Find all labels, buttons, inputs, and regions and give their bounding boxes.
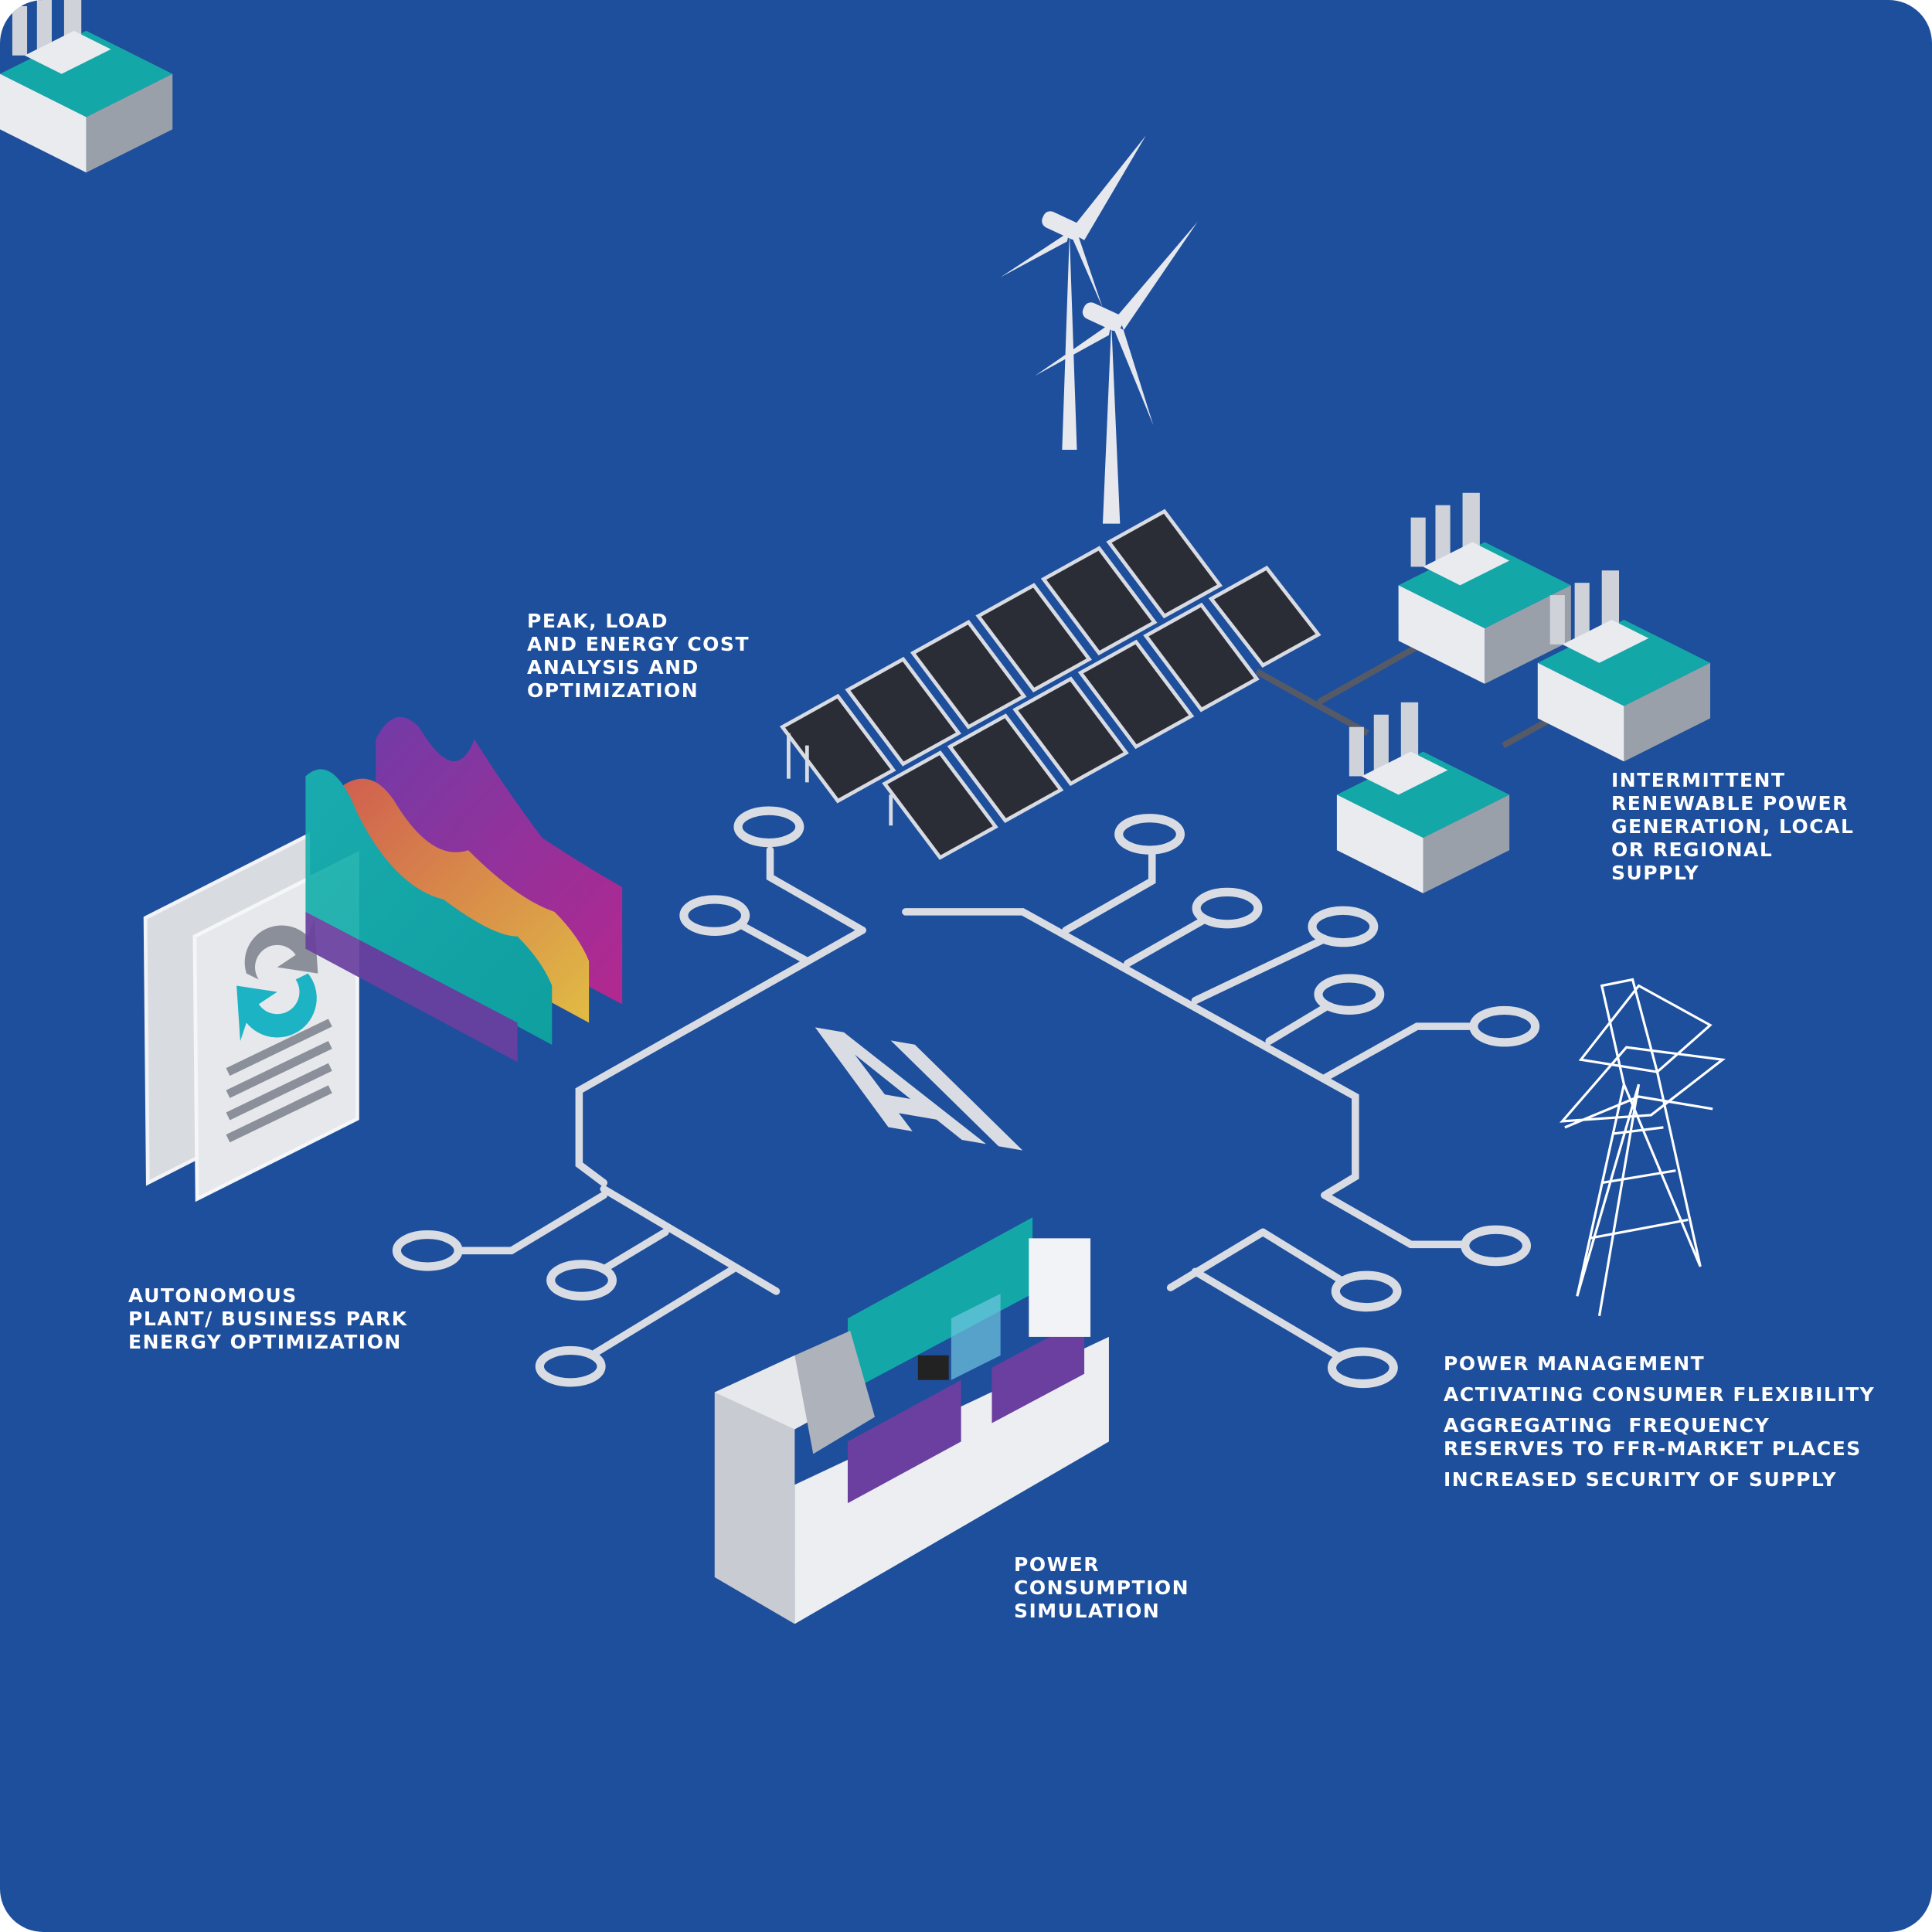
ai-label: AI: [750, 992, 1070, 1187]
label-line: ENERGY OPTIMIZATION: [128, 1331, 402, 1353]
label-line: AUTONOMOUS: [128, 1284, 298, 1307]
label-peak-load-analysis: PEAK, LOAD AND ENERGY COST ANALYSIS AND …: [527, 610, 750, 702]
power-pylon-icon: [1559, 978, 1726, 1317]
label-line: RENEWABLE POWER: [1611, 792, 1849, 815]
label-line: PEAK, LOAD: [527, 610, 669, 632]
circuit-nodes: [392, 806, 1540, 1389]
label-line: SIMULATION: [1014, 1600, 1161, 1622]
circuit-traces: [458, 846, 1477, 1359]
label-power-consumption-simulation: POWER CONSUMPTION SIMULATION: [1014, 1553, 1189, 1623]
label-intermittent-renewable: INTERMITTENT RENEWABLE POWER GENERATION,…: [1611, 769, 1854, 885]
label-line: POWER: [1014, 1553, 1100, 1576]
label-autonomous-plant: AUTONOMOUS PLANT/ BUSINESS PARK ENERGY O…: [128, 1284, 408, 1354]
industrial-machine-icon: [714, 1217, 1109, 1624]
factory-icon: [0, 0, 1711, 893]
label-power-management-list: POWER MANAGEMENT ACTIVATING CONSUMER FLE…: [1444, 1352, 1875, 1499]
list-item: INCREASED SECURITY OF SUPPLY: [1444, 1468, 1838, 1491]
area-chart-icon: [305, 716, 623, 1063]
grid-connection: [1255, 644, 1554, 749]
label-line: GENERATION, LOCAL: [1611, 815, 1855, 838]
label-line: INTERMITTENT: [1611, 769, 1786, 791]
label-line: OR REGIONAL: [1611, 838, 1774, 861]
label-line: CONSUMPTION: [1014, 1577, 1190, 1599]
label-line: PLANT/ BUSINESS PARK: [128, 1308, 408, 1330]
label-line: OPTIMIZATION: [527, 679, 699, 702]
label-line: ANALYSIS AND: [527, 656, 699, 679]
wind-turbine-icon: [1000, 135, 1198, 524]
label-line: SUPPLY: [1611, 862, 1700, 884]
label-line: AND ENERGY COST: [527, 633, 750, 655]
ai-chip-icon: AI: [750, 992, 1070, 1187]
solar-panel-icon: [779, 509, 1321, 860]
ai-chip-outline: [575, 908, 1359, 1199]
list-item: AGGREGATING FREQUENCY RESERVES TO FFR-MA…: [1444, 1414, 1862, 1460]
list-item: ACTIVATING CONSUMER FLEXIBILITY: [1444, 1383, 1876, 1406]
list-item: POWER MANAGEMENT: [1444, 1352, 1706, 1375]
